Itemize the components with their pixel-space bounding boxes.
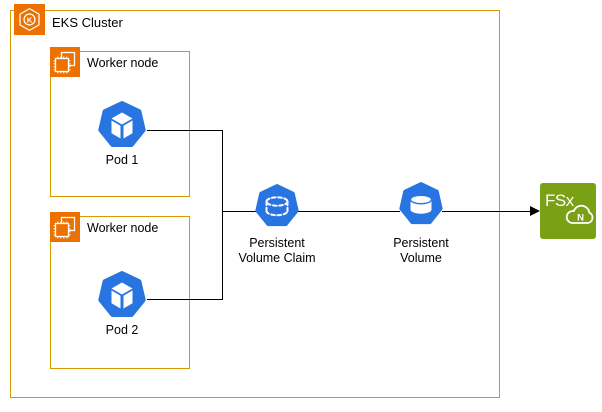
worker-node-1-group xyxy=(50,51,190,197)
svg-text:K: K xyxy=(27,15,33,24)
worker-node-2-group xyxy=(50,216,190,369)
pod-2-label: Pod 2 xyxy=(105,323,139,337)
persistent-volume-claim-icon xyxy=(255,184,299,227)
connector-pod1 xyxy=(147,130,223,131)
cpu-chip-icon xyxy=(50,47,80,77)
pod-1-label: Pod 1 xyxy=(105,153,139,167)
pvc-label-line2: Volume Claim xyxy=(238,251,316,265)
connector-pvc-pv xyxy=(298,211,400,212)
worker-node-1-label: Worker node xyxy=(87,56,159,70)
fsx-badge: N xyxy=(577,213,584,224)
connector-pv-fsx xyxy=(442,211,532,212)
worker-node-2-label: Worker node xyxy=(87,221,159,235)
cpu-chip-icon xyxy=(50,212,80,242)
pvc-label: Persistent Volume Claim xyxy=(217,236,337,266)
pv-label: Persistent Volume xyxy=(361,236,481,266)
connector-pod2 xyxy=(147,299,223,300)
eks-icon: K xyxy=(14,4,45,35)
connector-junction xyxy=(222,130,223,300)
fsx-text: FSx xyxy=(545,191,575,210)
eks-cluster-group xyxy=(10,10,500,398)
pv-label-line1: Persistent xyxy=(393,236,449,250)
connector-to-pvc xyxy=(222,211,256,212)
fsx-netapp-ontap-icon: FSx N xyxy=(540,183,596,239)
arrowhead-icon xyxy=(530,206,540,216)
pvc-label-line1: Persistent xyxy=(249,236,305,250)
pv-label-line2: Volume xyxy=(400,251,442,265)
persistent-volume-icon xyxy=(399,182,443,225)
cluster-title: EKS Cluster xyxy=(52,15,123,30)
pod-2-icon xyxy=(98,271,146,317)
pod-1-icon xyxy=(98,101,146,147)
